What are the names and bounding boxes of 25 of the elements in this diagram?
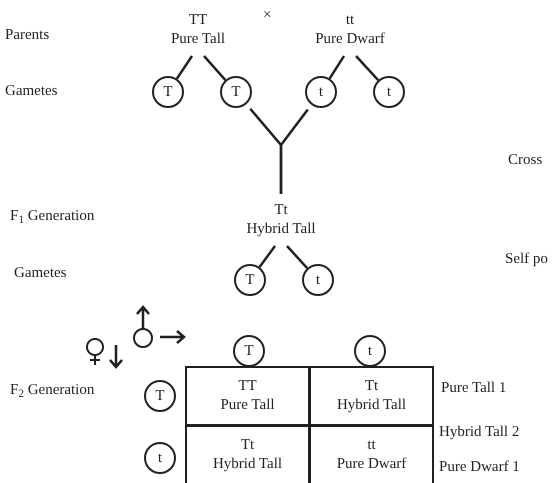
row-label: Hybrid Tall 2 (439, 423, 520, 442)
punnett-cell: Tt Hybrid Tall (185, 425, 310, 483)
connector-line (176, 55, 194, 80)
punnett-cell: Tt Hybrid Tall (309, 366, 434, 426)
row-label: Cross (508, 151, 542, 170)
connector-line (328, 55, 346, 80)
connector-line (355, 55, 380, 82)
genotype-label: TT Pure Tall (153, 6, 243, 54)
connector-line (286, 245, 308, 270)
connector-line (203, 55, 226, 81)
genotype-label: Tt Hybrid Tall (231, 196, 331, 244)
row-label: F$_{2}$ Generation (10, 381, 94, 400)
punnett-cell: tt Pure Dwarf (309, 425, 434, 483)
row-label: Parents (5, 26, 50, 45)
row-label: F$_{1}$ Generation (10, 207, 94, 226)
row-label: Gametes (14, 264, 66, 283)
row-label: Gametes (5, 82, 58, 101)
connector-line (280, 108, 309, 194)
row-label: Pure Dwarf 1 (439, 458, 520, 477)
connector-line (258, 245, 276, 268)
row-label: Self po (505, 250, 548, 269)
genotype-label: tt Pure Dwarf (300, 6, 400, 54)
row-label: Pure Tall 1 (441, 379, 506, 398)
punnett-cell: TT Pure Tall (185, 366, 310, 426)
row-label: × (263, 6, 272, 25)
